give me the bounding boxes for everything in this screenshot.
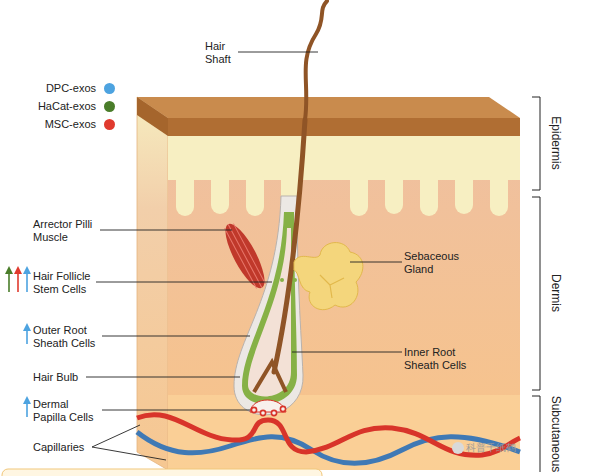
part-label: Arrector Pilli Muscle	[33, 218, 105, 244]
part-label: Dermal Papilla Cells	[33, 398, 103, 424]
watermark: 科普千纸鹤	[466, 441, 576, 454]
watermark-icon	[452, 442, 464, 454]
outer-root-sheath	[234, 196, 303, 415]
part-label: Hair Bulb	[33, 371, 103, 384]
exosome-arrows	[5, 266, 31, 417]
footer-box	[2, 469, 322, 476]
inner-root-sheath	[242, 212, 297, 404]
sebaceous-gland	[294, 243, 363, 310]
part-label: Hair Shaft	[205, 40, 237, 66]
stem-cell-dots	[280, 278, 297, 282]
legend-entry: DPC-exos	[5, 82, 115, 94]
legend-swatch	[104, 101, 115, 112]
leader-lines	[86, 52, 402, 460]
gland-duct	[320, 275, 344, 298]
papilla-cells	[251, 406, 285, 415]
skin-top-surface	[137, 97, 520, 118]
layer-label: Epidermis	[549, 116, 563, 169]
legend-text: HaCat-exos	[38, 100, 96, 112]
legend-text: MSC-exos	[45, 118, 96, 130]
hair-shaft-root	[274, 120, 305, 372]
legend-entry: MSC-exos	[5, 118, 115, 130]
legend-swatch	[104, 119, 115, 130]
layer-label: Subcutaneous	[549, 396, 563, 473]
layer-brackets	[532, 97, 540, 472]
dermis-layer	[168, 135, 520, 470]
legend-text: DPC-exos	[46, 82, 96, 94]
stratum-corneum	[168, 118, 520, 136]
legend-entry: HaCat-exos	[5, 100, 115, 112]
hair-shaft	[305, 1, 327, 120]
part-label: Hair Follicle Stem Cells	[33, 270, 105, 296]
rete-ridges	[176, 168, 508, 216]
dermal-papilla	[250, 400, 286, 412]
stratum-corneum-side	[137, 97, 168, 136]
hair-matrix	[254, 362, 286, 392]
part-label: Inner Root Sheath Cells	[404, 346, 476, 372]
artery	[137, 415, 520, 456]
part-label: Sebaceous Gland	[404, 250, 466, 276]
part-label: Capillaries	[33, 441, 103, 454]
legend-swatch	[104, 83, 115, 94]
subcutaneous-layer	[168, 395, 520, 470]
part-label: Outer Root Sheath Cells	[33, 324, 103, 350]
layer-label: Dermis	[549, 274, 563, 312]
